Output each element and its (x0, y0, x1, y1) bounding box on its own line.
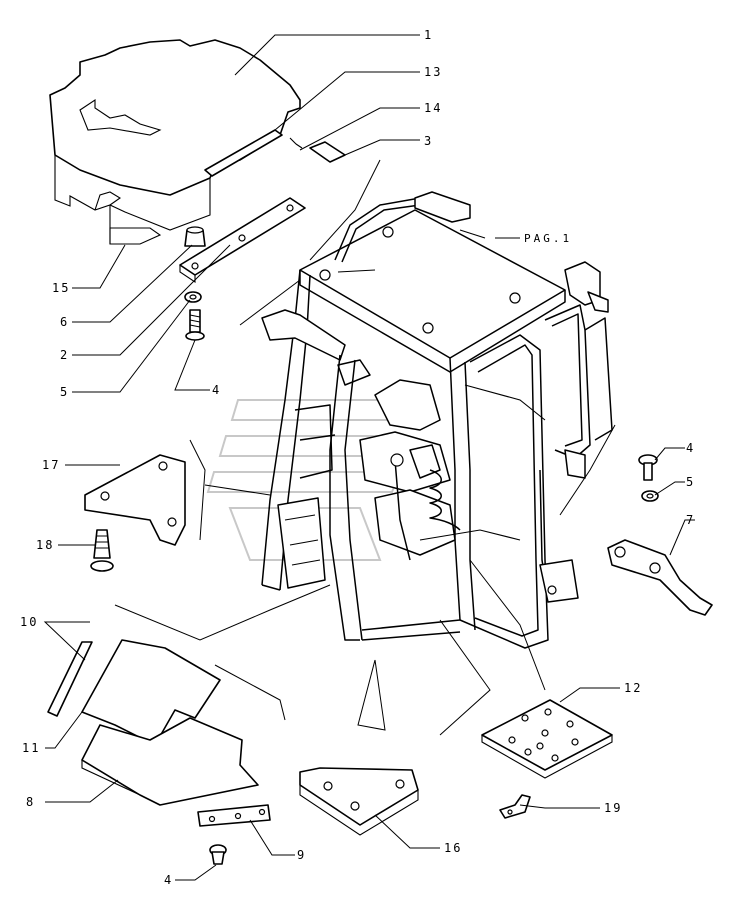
part-13-strip (204, 129, 283, 177)
part-12-plate (481, 699, 613, 779)
callout-6: 6 (60, 315, 69, 329)
leader-lines (43, 34, 695, 881)
callout-5: 5 (60, 385, 69, 399)
cab-assembly (261, 191, 613, 649)
part-19-clip (499, 794, 531, 819)
callout-labels: 1 13 14 3 15 6 2 5 4 17 18 10 11 8 9 4 1… (20, 28, 695, 887)
part-9-strip (197, 804, 271, 827)
part-14-plate (289, 137, 346, 163)
part-4-screw (185, 309, 205, 341)
part-11-panel (81, 639, 221, 746)
part-8-panel (81, 717, 259, 806)
part-18-screw (90, 529, 114, 572)
callout-5-right: 5 (686, 475, 695, 489)
part-2-bracket-bar (179, 197, 306, 284)
part-5-washer (184, 291, 202, 303)
page-reference: PAG.1 (524, 232, 572, 245)
callout-17: 17 (42, 458, 60, 472)
callout-2: 2 (60, 348, 69, 362)
callout-15: 15 (52, 281, 70, 295)
callout-13: 13 (424, 65, 442, 79)
part-4-screw-right (638, 454, 658, 481)
callout-3: 3 (424, 134, 433, 148)
callout-8: 8 (26, 795, 35, 809)
part-6-grommet (184, 226, 206, 247)
callout-4-right: 4 (686, 441, 695, 455)
callout-19: 19 (604, 801, 622, 815)
callout-18: 18 (36, 538, 54, 552)
callout-4: 4 (212, 383, 221, 397)
part-17-plate (84, 454, 186, 546)
part-7-bracket (607, 539, 713, 616)
callout-12: 12 (624, 681, 642, 695)
part-4-screw-lower (209, 844, 227, 865)
part-16-plate (299, 767, 419, 836)
callout-4-lower: 4 (164, 873, 173, 887)
callout-9: 9 (297, 848, 306, 862)
callout-1: 1 (424, 28, 433, 42)
callout-10: 10 (20, 615, 38, 629)
part-5-washer-right (641, 490, 659, 502)
callout-14: 14 (424, 101, 442, 115)
callout-11: 11 (22, 741, 40, 755)
callout-16: 16 (444, 841, 462, 855)
part-10-strip (47, 641, 93, 717)
callout-7: 7 (686, 513, 695, 527)
